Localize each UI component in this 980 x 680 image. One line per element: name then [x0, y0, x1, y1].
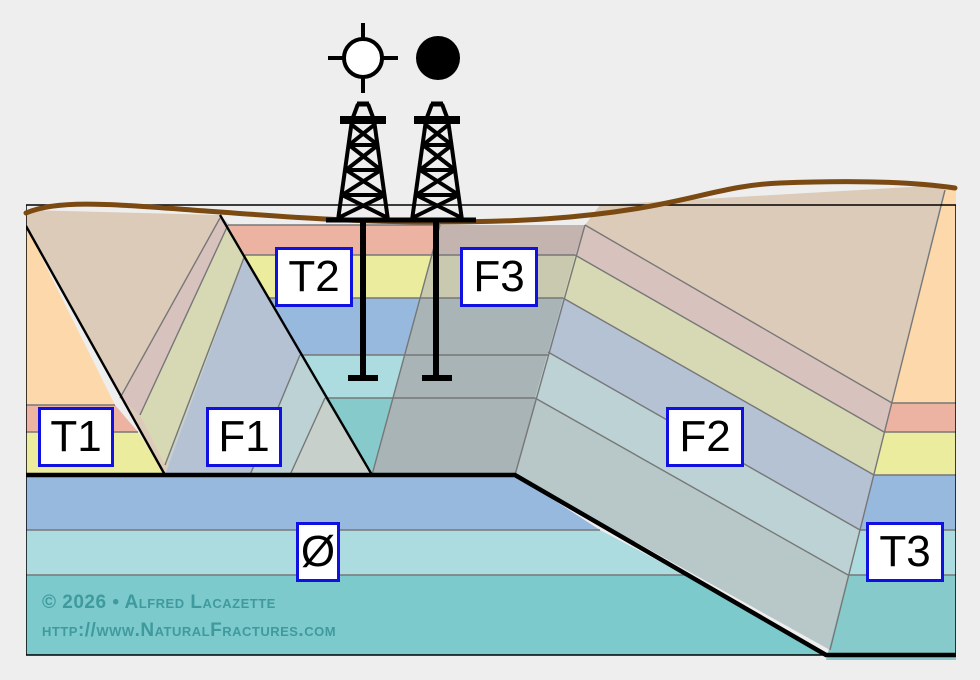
basement-layer-teal	[26, 575, 826, 655]
section-frame	[26, 204, 956, 656]
fault-lines	[26, 214, 374, 476]
f2-topsoil	[585, 185, 945, 403]
f2-pink-band	[575, 225, 892, 432]
label-t2: T2	[275, 247, 353, 307]
f1-pink-band	[120, 218, 228, 415]
copyright-text: © 2026 • Alfred Lacazette	[42, 592, 276, 613]
t1-layer-orange	[26, 226, 115, 405]
open-circle-crosshair-icon	[328, 23, 398, 93]
label-f2: F2	[666, 407, 744, 467]
well-bore-left	[348, 222, 378, 381]
t3-layer-yellow	[874, 432, 956, 475]
t3-layer-blue	[860, 475, 956, 530]
t3-layer-teal	[826, 575, 956, 660]
t2-layer-teal	[325, 398, 400, 475]
label-t3: T3	[866, 522, 944, 582]
label-t1: T1	[38, 407, 114, 467]
drilling-rig-left-icon	[336, 101, 390, 221]
t3-layer-pink	[884, 403, 956, 432]
ground-surface-line	[23, 179, 958, 225]
f1-yellow-band	[140, 225, 245, 465]
well-bore-right	[422, 222, 452, 381]
basement-layer-lightblue	[26, 530, 685, 575]
label-f1: F1	[206, 407, 282, 467]
drilling-rig-right-icon	[410, 101, 464, 221]
t2-layer-blue	[268, 298, 422, 355]
f2-yellow-band	[563, 255, 884, 475]
label-f3: F3	[460, 247, 538, 307]
filled-circle-icon	[416, 36, 460, 80]
basement-layer-blue	[26, 475, 600, 530]
website-url: http://www.NaturalFractures.com	[42, 620, 337, 641]
label-basement: Ø	[296, 522, 340, 582]
t3-layer-orange	[892, 190, 956, 403]
